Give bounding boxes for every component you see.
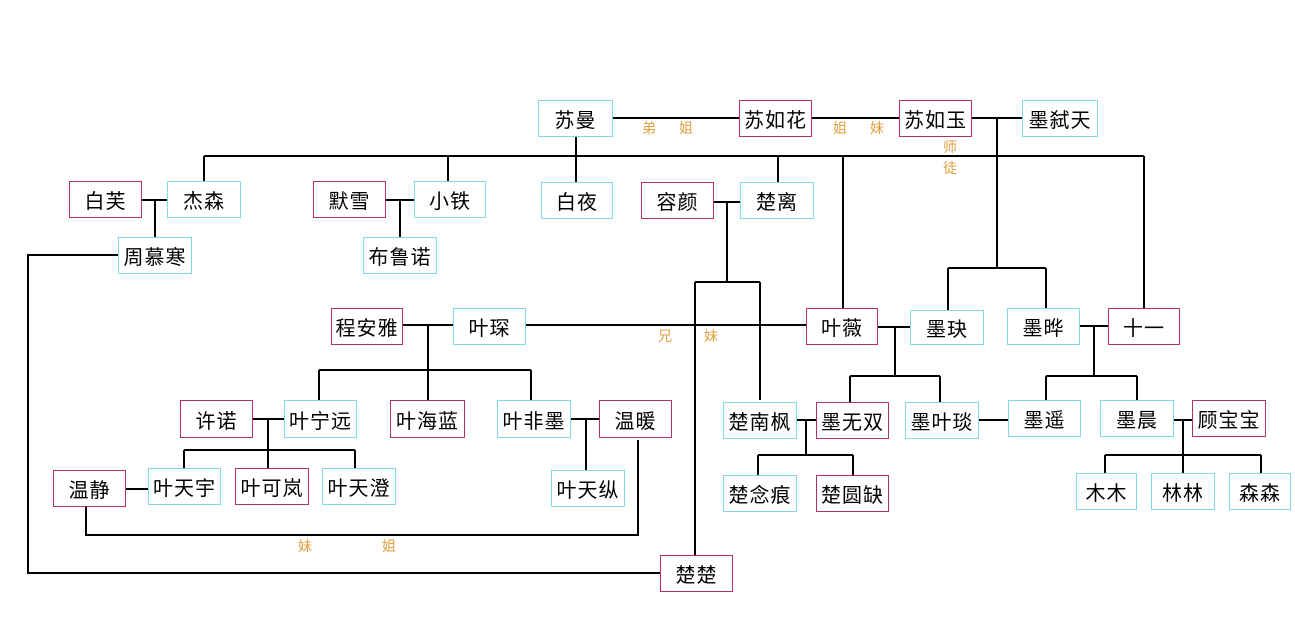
node-mu-mu[interactable]: 木木 (1076, 473, 1137, 510)
relation-label-mei: 妹 (704, 329, 718, 345)
node-bu-lunuo[interactable]: 布鲁诺 (363, 237, 437, 274)
node-cheng-anya[interactable]: 程安雅 (331, 308, 403, 345)
node-lin-lin[interactable]: 林林 (1151, 473, 1215, 510)
node-wen-jing[interactable]: 温静 (53, 470, 126, 507)
node-mo-yetan[interactable]: 墨叶琰 (905, 402, 979, 439)
node-xiao-tie[interactable]: 小铁 (414, 181, 486, 218)
node-gu-baobao[interactable]: 顾宝宝 (1192, 400, 1266, 437)
node-mo-xue[interactable]: 默雪 (313, 181, 386, 218)
node-jie-sen[interactable]: 杰森 (167, 181, 241, 218)
relation-label-mei: 妹 (298, 539, 312, 555)
relation-label-mei: 妹 (870, 121, 884, 137)
node-su-man[interactable]: 苏曼 (538, 100, 613, 137)
node-ye-wei[interactable]: 叶薇 (806, 308, 878, 345)
node-bai-fu[interactable]: 白芙 (69, 181, 142, 218)
node-ye-tianyu[interactable]: 叶天宇 (148, 468, 221, 505)
node-ye-hailan[interactable]: 叶海蓝 (390, 400, 465, 438)
relation-label-jie: 姐 (833, 121, 847, 137)
node-mo-wushuang[interactable]: 墨无双 (816, 402, 889, 439)
node-bai-ye[interactable]: 白夜 (541, 182, 613, 219)
node-ye-ningyuan[interactable]: 叶宁远 (284, 400, 357, 438)
node-ye-tianzong[interactable]: 叶天纵 (551, 470, 625, 507)
node-chu-yuanque[interactable]: 楚圆缺 (816, 475, 889, 512)
node-wen-nuan[interactable]: 温暖 (599, 400, 672, 438)
node-ye-kelan[interactable]: 叶可岚 (235, 468, 309, 505)
relation-label-xiong: 兄 (658, 329, 672, 345)
node-mo-shitian[interactable]: 墨弑天 (1022, 100, 1098, 137)
node-chu-nanfeng[interactable]: 楚南枫 (723, 402, 797, 439)
relation-label-shi: 师 (943, 140, 957, 156)
node-mo-chen[interactable]: 墨晨 (1100, 400, 1174, 437)
node-shi-yi[interactable]: 十一 (1108, 308, 1180, 345)
node-chu-li[interactable]: 楚离 (740, 182, 814, 219)
relation-label-jie: 姐 (679, 121, 693, 137)
node-zhou-muhan[interactable]: 周慕寒 (118, 237, 192, 274)
node-sen-sen[interactable]: 森森 (1229, 473, 1291, 510)
node-mo-yao[interactable]: 墨遥 (1008, 400, 1081, 437)
node-chu-nianhen[interactable]: 楚念痕 (723, 475, 797, 512)
node-rong-yan[interactable]: 容颜 (641, 182, 714, 219)
node-chu-chu[interactable]: 楚楚 (660, 555, 733, 592)
relation-label-tu: 徒 (943, 161, 957, 177)
relation-label-jie: 姐 (382, 539, 396, 555)
node-su-ruyu[interactable]: 苏如玉 (899, 100, 972, 137)
node-ye-feimo[interactable]: 叶非墨 (497, 400, 571, 438)
node-ye-chen[interactable]: 叶琛 (453, 308, 526, 345)
node-mo-jue[interactable]: 墨玦 (910, 310, 984, 345)
node-su-ruhua[interactable]: 苏如花 (739, 100, 812, 137)
node-mo-ye[interactable]: 墨晔 (1007, 308, 1080, 345)
node-xu-nuo[interactable]: 许诺 (180, 400, 253, 438)
relation-label-di: 弟 (642, 121, 656, 137)
node-ye-tiancheng[interactable]: 叶天澄 (322, 468, 396, 505)
